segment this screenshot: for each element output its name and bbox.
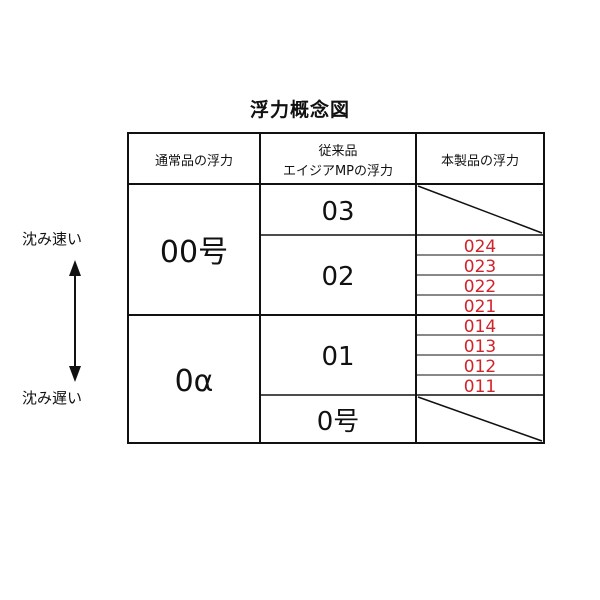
sink-fast-label: 沈み速い [22,230,83,248]
header-previous-product-buoyancy: エイジアMPの浮力 [283,164,393,179]
header-standard-buoyancy: 通常品の浮力 [155,154,233,169]
header-previous-product: 従来品 [318,144,357,159]
sink-speed-arrow [69,260,81,382]
product-value-021: 021 [464,297,496,317]
previous-cell-02: 02 [321,262,354,292]
sink-slow-label: 沈み遅い [22,389,83,407]
col3-row-lines [416,254,544,376]
product-value-012: 012 [464,357,496,377]
previous-cell-03: 03 [321,197,354,227]
product-value-024: 024 [464,237,496,257]
product-value-013: 013 [464,337,496,357]
table-grid [127,132,545,444]
diagram-title: 浮力概念図 [249,99,350,121]
previous-cell-01: 01 [321,342,354,372]
previous-cell-0go: 0号 [317,407,360,437]
product-value-022: 022 [464,277,496,297]
product-value-023: 023 [464,257,496,277]
header-this-product-buoyancy: 本製品の浮力 [441,154,519,169]
product-value-014: 014 [464,317,496,337]
product-value-011: 011 [464,377,496,397]
standard-cell-0a: 0α [175,364,214,399]
empty-cell-slash-top [417,185,543,234]
empty-cell-slash-bottom [417,396,543,442]
standard-cell-00: 00号 [160,235,228,270]
